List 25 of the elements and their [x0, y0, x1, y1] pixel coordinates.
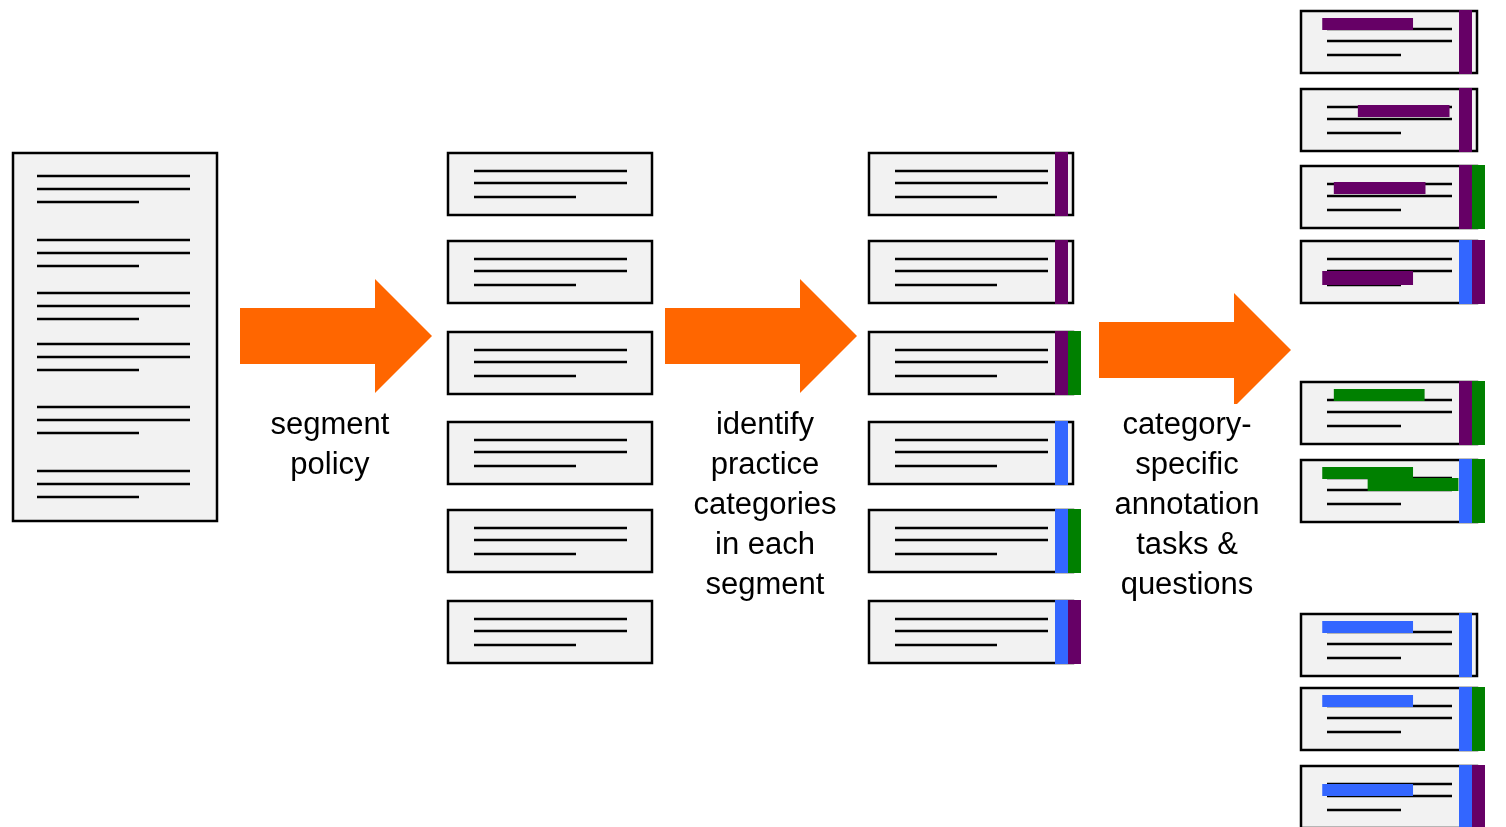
text-segment-drawing: [447, 240, 653, 304]
text-segment-drawing: [1300, 613, 1478, 677]
text-segment-drawing: [868, 509, 1081, 573]
text-segment-drawing: [447, 600, 653, 664]
text-segment-drawing: [1300, 165, 1485, 229]
text-segment-drawing: [447, 331, 653, 395]
text-segment-drawing: [868, 421, 1074, 485]
text-segment-drawing: [1300, 88, 1478, 152]
text-segment-drawing: [868, 331, 1081, 395]
text-segment-drawing: [447, 152, 653, 216]
block-arrow: [240, 279, 432, 393]
text-segment-drawing: [447, 509, 653, 573]
block-arrow: [665, 279, 857, 393]
block-arrow: [1099, 293, 1291, 407]
text-segment-drawing: [447, 421, 653, 485]
text-segment-drawing: [1300, 240, 1485, 304]
text-segment-drawing: [868, 600, 1081, 664]
text-segment-drawing: [1300, 687, 1485, 751]
document-page-drawing: [12, 152, 218, 522]
text-segment-drawing: [1300, 381, 1485, 445]
text-segment-drawing: [1300, 459, 1485, 523]
text-segment-drawing: [868, 240, 1074, 304]
text-segment-drawing: [868, 152, 1074, 216]
text-segment-drawing: [1300, 765, 1485, 827]
text-segment-drawing: [1300, 10, 1478, 74]
